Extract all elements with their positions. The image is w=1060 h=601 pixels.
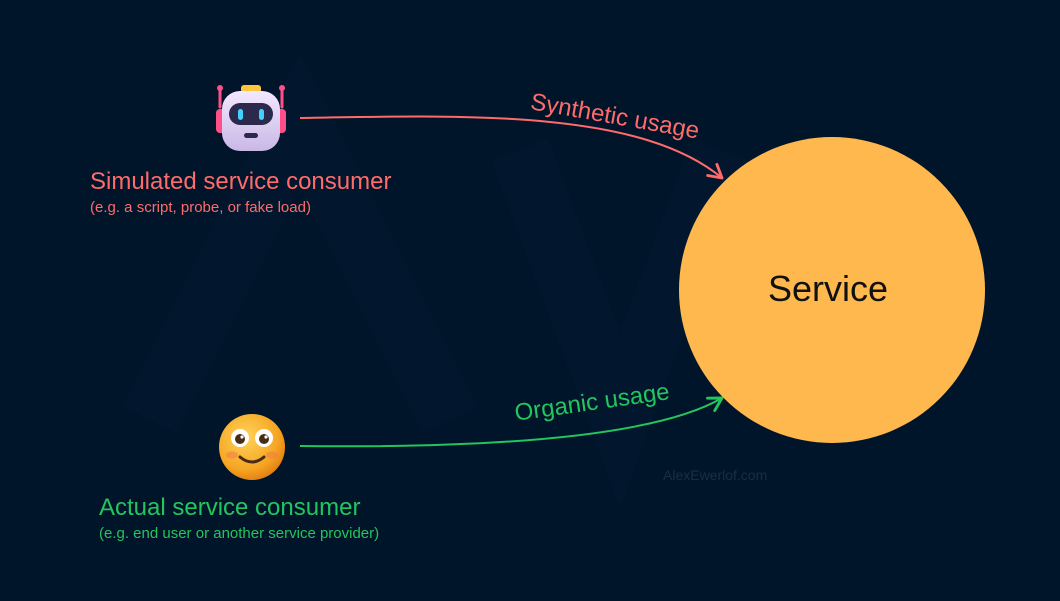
synthetic-usage-label: Synthetic usage [528,88,701,144]
simulated-consumer-title: Simulated service consumer [90,168,392,195]
robot-icon [216,85,286,151]
service-node [679,137,985,443]
service-label: Service [768,268,889,309]
smiling-face-icon [219,414,285,480]
actual-consumer-subtitle: (e.g. end user or another service provid… [99,525,380,542]
synthetic-usage-arrow [299,115,724,180]
actual-consumer-title: Actual service consumer [99,494,361,521]
organic-usage-arrow [299,396,724,448]
watermark-text: AlexEwerlof.com [663,467,768,483]
background-watermark-shapes [123,52,749,507]
simulated-consumer-subtitle: (e.g. a script, probe, or fake load) [90,199,311,216]
